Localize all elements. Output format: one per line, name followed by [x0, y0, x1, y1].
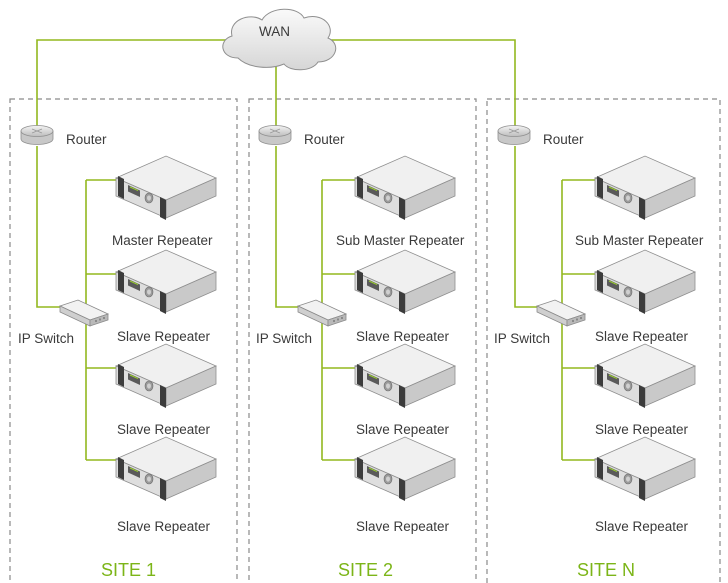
- router-switch-link: [275, 146, 300, 308]
- site-label: SITE 1: [101, 560, 156, 580]
- router: Router: [20, 125, 107, 147]
- repeater-icon: [115, 155, 217, 221]
- repeater-icon: [115, 436, 217, 502]
- repeater-label: Sub Master Repeater: [336, 233, 465, 248]
- repeater-label: Slave Repeater: [117, 329, 211, 344]
- router: Router: [258, 125, 345, 147]
- router-label: Router: [66, 132, 107, 147]
- router-label: Router: [304, 132, 345, 147]
- repeater-label: Master Repeater: [112, 233, 213, 248]
- ip-switch-label: IP Switch: [256, 331, 312, 346]
- ip-switch: IP Switch: [256, 299, 347, 346]
- repeater-label: Sub Master Repeater: [575, 233, 704, 248]
- ip-switch-label: IP Switch: [494, 331, 550, 346]
- wan-link-site-1: [36, 39, 226, 126]
- site-1-box: [9, 98, 238, 583]
- repeater-label: Slave Repeater: [356, 422, 450, 437]
- repeater-icon: [594, 249, 696, 315]
- ip-switch-icon: [59, 299, 109, 327]
- wan-cloud: WAN: [222, 8, 337, 71]
- repeater-label: Slave Repeater: [595, 329, 689, 344]
- site-2: Router IP Switch Sub Master Repeater Sla…: [256, 125, 465, 580]
- repeater-label: Slave Repeater: [117, 422, 211, 437]
- repeater-icon: [115, 343, 217, 409]
- ip-switch-icon: [536, 299, 586, 327]
- router-icon: [20, 125, 54, 145]
- site-1: Router IP Switch Master Repeater Slave R…: [18, 125, 217, 580]
- repeater-label: Slave Repeater: [356, 519, 450, 534]
- repeater-icon: [354, 343, 456, 409]
- site-label: SITE N: [577, 560, 635, 580]
- repeater-icon: [354, 155, 456, 221]
- router-switch-link: [514, 146, 539, 308]
- router-switch-link: [36, 146, 62, 308]
- router-icon: [497, 125, 531, 145]
- router: Router: [497, 125, 584, 147]
- router-label: Router: [543, 132, 584, 147]
- repeater-icon: [594, 155, 696, 221]
- ip-switch: IP Switch: [494, 299, 586, 346]
- repeater-label: Slave Repeater: [356, 329, 450, 344]
- repeater-icon: [594, 436, 696, 502]
- repeater-icon: [354, 249, 456, 315]
- repeater-icon: [354, 436, 456, 502]
- site-2-box: [248, 98, 477, 583]
- ip-switch: IP Switch: [18, 299, 109, 346]
- repeater-label: Slave Repeater: [595, 519, 689, 534]
- cloud-icon: [222, 8, 337, 71]
- site-n: Router IP Switch Sub Master Repeater Sla…: [494, 125, 704, 580]
- ip-switch-icon: [297, 299, 347, 327]
- repeater-icon: [594, 343, 696, 409]
- router-icon: [258, 125, 292, 145]
- repeater-icon: [115, 249, 217, 315]
- site-label: SITE 2: [338, 560, 393, 580]
- repeater-label: Slave Repeater: [595, 422, 689, 437]
- repeater-label: Slave Repeater: [117, 519, 211, 534]
- ip-switch-label: IP Switch: [18, 331, 74, 346]
- wan-link-site-n: [318, 39, 516, 126]
- wan-label: WAN: [259, 24, 290, 39]
